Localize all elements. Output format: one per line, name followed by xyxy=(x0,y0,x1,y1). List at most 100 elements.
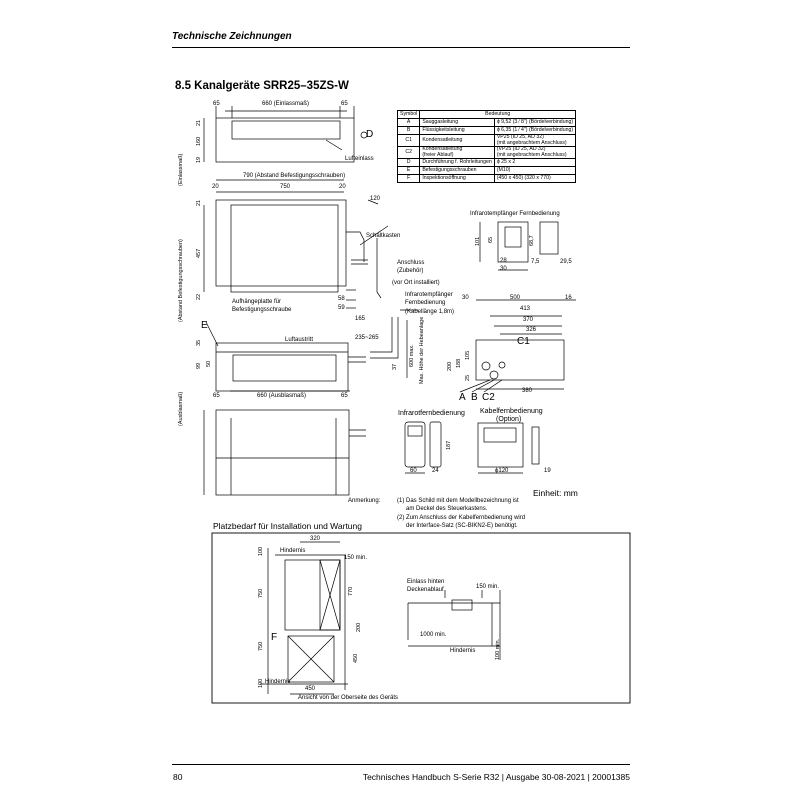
header-rule xyxy=(172,47,630,48)
inst-100-top: 100 xyxy=(258,546,264,556)
dim-50: 50 xyxy=(206,360,212,367)
ir-7-5: 7,5 xyxy=(531,259,540,265)
label-zubehoer: (Zubehör) xyxy=(397,268,424,274)
label-kabellaenge: (Kabellänge 1,8m) xyxy=(405,309,455,315)
intake-box xyxy=(231,120,341,140)
inst-450-v: 450 xyxy=(353,653,359,663)
letter-c1: C1 xyxy=(517,336,530,347)
dim-660-ausblas: 660 (Ausblasmaß) xyxy=(257,393,307,399)
dim-20-right: 20 xyxy=(339,184,346,190)
table-row: D Durchführung f. Rohrleitungen ϕ 25 x 2 xyxy=(396,158,577,167)
note-head: Anmerkung: xyxy=(348,498,381,504)
label-luftaustritt: Luftaustritt xyxy=(285,337,314,343)
table-row: C1 Kondensatleitung VP25 (ID 25, AD 32)(… xyxy=(396,134,577,147)
ir-65: 65 xyxy=(488,236,494,243)
note-1a: (1) Das Schild mit dem Modellbezeichnung… xyxy=(397,498,519,504)
label-schaltkasten: Schaltkasten xyxy=(366,233,401,239)
inspection-opening xyxy=(287,635,335,683)
letter-b: B xyxy=(471,392,478,403)
wired-remote xyxy=(477,422,524,468)
dim-19: 19 xyxy=(196,156,202,163)
side-16: 16 xyxy=(565,295,572,301)
side-413: 413 xyxy=(520,306,531,312)
label-aufhaenge-2: Befestigungsschraube xyxy=(232,307,292,313)
dim-21: 21 xyxy=(196,119,202,126)
note-2a: (2) Zum Anschluss der Kabelfernbedienung… xyxy=(397,515,526,521)
dim-65-br: 65 xyxy=(341,393,348,399)
unit-bottom-body xyxy=(215,409,350,496)
inst-200: 200 xyxy=(356,622,362,632)
dim-660-einlass: 660 (Einlassmaß) xyxy=(262,101,310,107)
note-2b: der Interface-Satz (SC-BIKN2-E) benötigt… xyxy=(406,523,518,529)
inst-r-150min: 150 min. xyxy=(476,584,500,590)
table-header-symbol: Symbol xyxy=(396,110,421,119)
dim-35: 35 xyxy=(196,339,202,346)
inst-hindernis-top: Hindernis xyxy=(280,548,306,554)
dim-65-bl: 65 xyxy=(213,393,220,399)
rc-24: 24 xyxy=(432,468,439,474)
label-abstand: (Abstand Befestigungsschrauben) xyxy=(178,239,184,322)
side-200: 200 xyxy=(447,361,453,371)
ir-30: 30 xyxy=(500,266,507,272)
kab-19: 19 xyxy=(544,468,551,474)
table-row: A Sauggasleitung ϕ 9,52 (3 ⁄ 8") (Bördel… xyxy=(396,118,577,127)
dim-65-right: 65 xyxy=(341,101,348,107)
unit-top-body xyxy=(215,117,355,163)
page-number: 80 xyxy=(173,772,183,782)
side-25: 25 xyxy=(465,374,471,381)
outlet xyxy=(232,354,337,382)
side-370: 370 xyxy=(523,317,534,323)
note-1b: am Deckel des Steuerkastens. xyxy=(406,506,488,512)
inst-150min: 150 min. xyxy=(344,555,368,561)
inst-hindernis-bot: Hindernis xyxy=(265,679,291,685)
ir-remote xyxy=(404,421,426,468)
dim-22: 22 xyxy=(196,293,202,300)
table-header-meaning: Bedeutung xyxy=(419,110,577,119)
side-326: 326 xyxy=(526,327,537,333)
symbol-table: Symbol Bedeutung A Sauggasleitung ϕ 9,52… xyxy=(396,110,577,183)
label-ausblasmass: (Ausblasmaß) xyxy=(178,391,184,426)
page-title: 8.5 Kanalgeräte SRR25–35ZS-W xyxy=(175,80,349,92)
dim-120: 120 xyxy=(370,196,381,202)
pipe-hole-d xyxy=(360,131,368,139)
dim-457: 457 xyxy=(196,248,202,258)
inst-750-bot: 750 xyxy=(258,641,264,651)
install-unit xyxy=(284,559,341,631)
dim-37: 37 xyxy=(392,363,398,370)
ir-28: 28 xyxy=(500,258,507,264)
inst-r-hindernis: Hindernis xyxy=(450,648,476,654)
inst-320: 320 xyxy=(310,536,321,542)
dim-21b: 21 xyxy=(196,199,202,206)
side-30: 30 xyxy=(462,295,469,301)
label-vor-ort: (vor Ort installiert) xyxy=(392,280,440,286)
label-anschluss: Anschluss xyxy=(397,260,425,266)
footer-doc-info: Technisches Handbuch S-Serie R32 | Ausga… xyxy=(362,772,630,782)
inst-770: 770 xyxy=(348,586,354,596)
letter-c2: C2 xyxy=(482,392,495,403)
table-row: F Inspektionsöffnung (450 x 450) (320 x … xyxy=(396,174,577,183)
dim-750: 750 xyxy=(280,184,291,190)
dim-65-left: 65 xyxy=(213,101,220,107)
title-kabelfb: Kabelfernbedienung xyxy=(480,408,543,415)
rc-60: 60 xyxy=(410,468,417,474)
ir-receiver-box xyxy=(497,221,529,263)
kab-120: ϕ120 xyxy=(495,468,509,474)
unit-side-body xyxy=(475,339,565,381)
table-row: E Befestigungsschrauben (M10) xyxy=(396,166,577,175)
dim-790: 790 (Abstand Befestigungsschrauben) xyxy=(243,173,346,179)
letter-f: F xyxy=(271,632,278,643)
label-hebeanlage: Max. Höhe der Hebeanlage xyxy=(419,316,425,384)
side-188: 188 xyxy=(456,358,462,368)
inst-r-1000min: 1000 min. xyxy=(420,632,447,638)
side-500: 500 xyxy=(510,295,521,301)
letter-e: E xyxy=(201,320,208,331)
side-105: 105 xyxy=(465,350,471,360)
inst-r-100min: 100 min. xyxy=(495,638,501,660)
label-einlassmass: (Einlassmaß) xyxy=(178,153,184,186)
inst-einlass-2: Deckenablauf xyxy=(407,587,444,593)
label-ir-empf: Infrarotempfänger xyxy=(405,292,453,298)
unit-front-body xyxy=(215,342,349,392)
table-row: C2 Kondensatleitung(freier Ablauf) (VP25… xyxy=(396,146,577,159)
section-header: Technische Zeichnungen xyxy=(172,31,292,42)
